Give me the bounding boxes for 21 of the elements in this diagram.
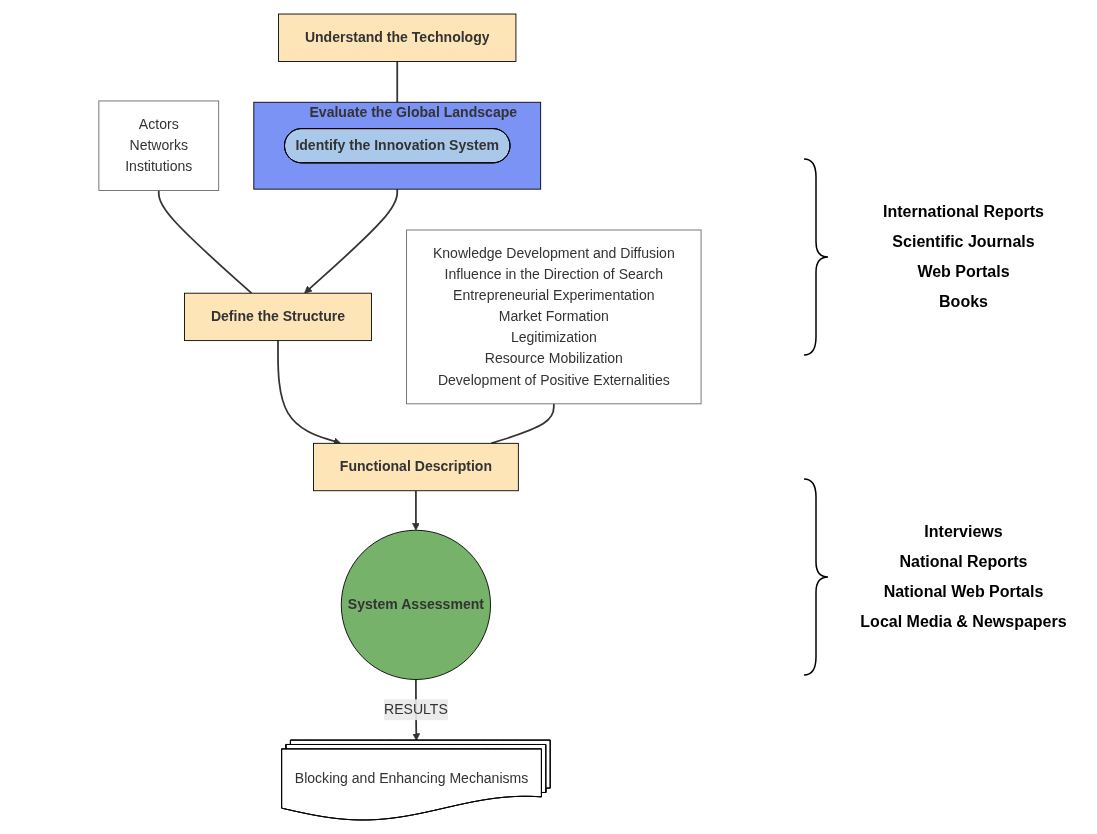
node-box: Knowledge Development and Diffusion Influence in the Direction of Search Entrepreneurial Experimentation Market Formation Legitimization Resource Mobilization Development of Positive Externalities	[406, 229, 702, 405]
node-box: Define the Structure	[184, 292, 372, 342]
node-box: Actors Networks Institutions	[98, 100, 220, 191]
source-label: Interviews	[924, 523, 1003, 541]
arrow	[412, 489, 420, 531]
source-label: International Reports	[883, 203, 1044, 221]
arrow	[277, 339, 342, 445]
source-label: Local Media & Newspapers	[860, 613, 1067, 631]
connector	[490, 402, 555, 445]
source-label: Books	[939, 293, 988, 311]
source-label: Scientific Journals	[892, 233, 1035, 251]
arrow	[304, 188, 399, 294]
node-box: Functional Description	[313, 442, 519, 492]
node-circle: System Assessment	[340, 529, 492, 680]
connector	[396, 60, 399, 104]
source-label: Web Portals	[917, 263, 1010, 281]
source-label: National Reports	[899, 553, 1028, 571]
connector	[157, 189, 253, 295]
node-box: Understand the Technology	[278, 13, 517, 62]
edge-label: RESULTS	[384, 701, 448, 717]
source-label: National Web Portals	[883, 583, 1044, 601]
